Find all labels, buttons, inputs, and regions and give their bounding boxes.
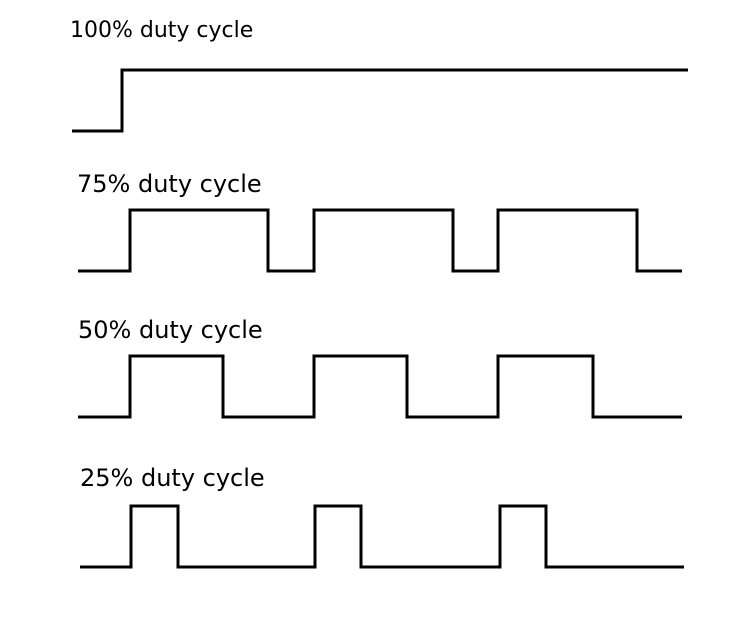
waveform-50 xyxy=(78,354,682,419)
waveform-75 xyxy=(78,208,682,273)
waveform-label-100: 100% duty cycle xyxy=(70,18,254,43)
waveform-25 xyxy=(80,504,684,569)
waveform-label-25: 25% duty cycle xyxy=(80,464,265,492)
waveform-label-50: 50% duty cycle xyxy=(78,316,263,344)
waveform-100 xyxy=(72,68,688,133)
waveform-label-75: 75% duty cycle xyxy=(77,170,262,198)
